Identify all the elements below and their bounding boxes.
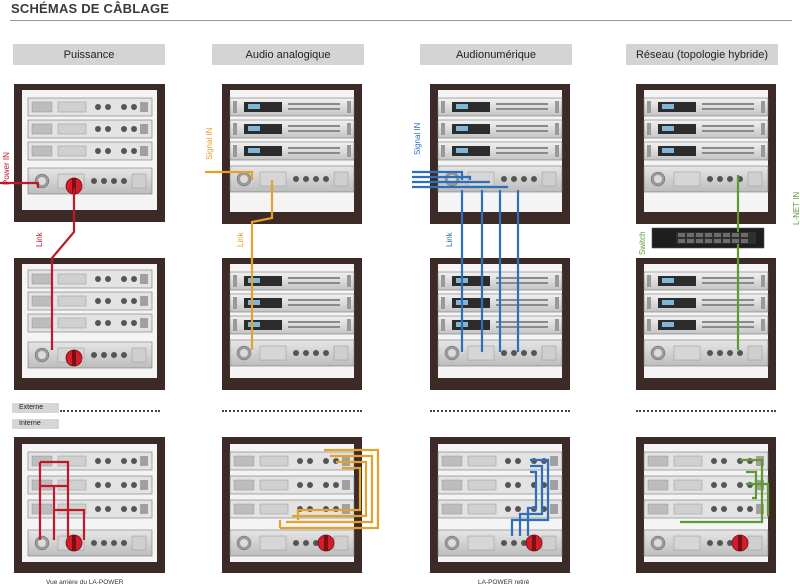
link-label-digital: Link xyxy=(445,231,454,247)
digital-cables xyxy=(412,170,550,536)
signal-in-label-analog: Signal IN xyxy=(205,127,214,160)
column-header-network: Réseau (topologie hybride) xyxy=(626,44,778,65)
separator-dots-col3 xyxy=(430,410,570,414)
rack-network-top xyxy=(636,84,776,224)
column-header-digital: Audionumérique xyxy=(420,44,572,65)
separator-dots-col4 xyxy=(636,410,776,414)
rack-power-internal xyxy=(14,437,165,573)
separator-dots-col2 xyxy=(222,410,362,414)
lnet-in-label: L-NET IN xyxy=(792,192,800,225)
analog-cables xyxy=(205,170,380,530)
power-cables xyxy=(0,181,86,540)
page-title: SCHÉMAS DE CÂBLAGE xyxy=(11,1,170,16)
caption-removed: LA-POWER retiré xyxy=(478,579,530,586)
caption-rear-view: Vue arrière du LA-POWER xyxy=(46,579,124,586)
column-header-analog: Audio analogique xyxy=(212,44,364,65)
link-label-power: Link xyxy=(35,231,44,247)
switch-label: Switch xyxy=(638,231,647,255)
power-in-label: Power IN xyxy=(2,152,11,185)
rack-analog-internal xyxy=(222,437,362,573)
network-switch xyxy=(651,227,765,249)
title-divider xyxy=(10,20,792,21)
link-label-analog: Link xyxy=(236,231,245,247)
rack-power-bottom xyxy=(14,258,165,390)
separator-dots-col1 xyxy=(60,410,160,412)
column-header-power: Puissance xyxy=(13,44,165,65)
rack-analog-bottom xyxy=(222,258,362,390)
rack-network-internal xyxy=(636,437,776,573)
network-cables xyxy=(680,175,770,524)
interne-tag: Interne xyxy=(12,419,59,429)
externe-tag: Externe xyxy=(12,403,59,413)
rack-network-bottom xyxy=(636,258,776,390)
signal-in-label-digital: Signal IN xyxy=(413,122,422,155)
rack-power-top xyxy=(14,84,165,222)
rack-analog-top xyxy=(222,84,362,224)
